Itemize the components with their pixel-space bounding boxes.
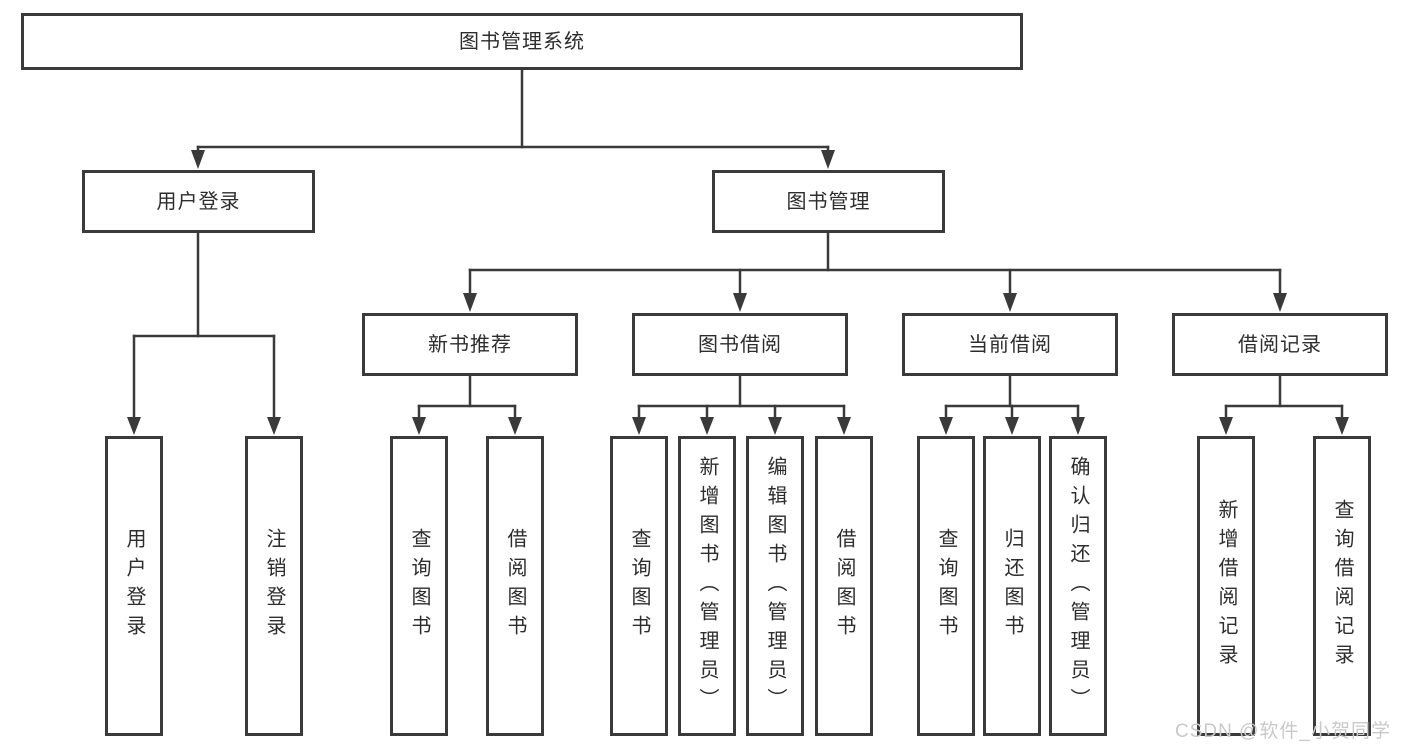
leaf-query-books-recommend: 查询图书 — [390, 436, 448, 736]
node-label: 注销登录 — [263, 528, 285, 644]
node-new-book-recommend: 新书推荐 — [362, 313, 578, 376]
node-label: 用户登录 — [123, 528, 145, 644]
node-label: 编辑图书（管理员） — [764, 455, 786, 717]
leaf-add-book-admin: 新增图书（管理员） — [678, 436, 736, 736]
leaf-confirm-return-admin: 确认归还（管理员） — [1049, 436, 1107, 736]
node-label: 查询图书 — [408, 528, 430, 644]
connector-userlogin-to-leaves — [127, 231, 281, 435]
leaf-query-books-current: 查询图书 — [917, 436, 975, 736]
node-user-login-branch: 用户登录 — [82, 170, 315, 233]
node-book-management: 图书管理 — [712, 170, 945, 233]
node-label: 查询借阅记录 — [1331, 499, 1353, 673]
csdn-watermark: CSDN @软件_小贺同学 — [1175, 721, 1391, 742]
node-label: 查询图书 — [628, 528, 650, 644]
node-label: 确认归还（管理员） — [1067, 455, 1089, 717]
node-label: 用户登录 — [156, 190, 241, 213]
leaf-logout: 注销登录 — [245, 436, 303, 736]
leaf-user-login: 用户登录 — [105, 436, 163, 736]
node-current-borrow: 当前借阅 — [902, 313, 1118, 376]
node-label: 新增借阅记录 — [1215, 499, 1237, 673]
leaf-query-books-borrow: 查询图书 — [610, 436, 668, 736]
leaf-add-borrow-record: 新增借阅记录 — [1197, 436, 1255, 736]
node-label: 借阅记录 — [1238, 333, 1322, 356]
connector-borrowrecord-to-leaves — [1219, 374, 1349, 435]
node-system-root: 图书管理系统 — [21, 13, 1023, 70]
connector-bookborrow-to-leaves — [632, 374, 851, 435]
node-label: 借阅图书 — [504, 528, 526, 644]
connector-newbook-to-leaves — [412, 374, 522, 435]
node-label: 新增图书（管理员） — [696, 455, 718, 717]
node-label: 图书管理系统 — [459, 30, 585, 53]
node-label: 新书推荐 — [428, 333, 512, 356]
connector-root-to-level2 — [191, 68, 835, 169]
node-label: 当前借阅 — [968, 333, 1052, 356]
leaf-return-book: 归还图书 — [983, 436, 1041, 736]
node-label: 归还图书 — [1001, 528, 1023, 644]
leaf-query-borrow-record: 查询借阅记录 — [1313, 436, 1371, 736]
connector-currentborrow-to-leaves — [939, 374, 1085, 435]
leaf-borrow-books: 借阅图书 — [815, 436, 873, 736]
node-label: 借阅图书 — [833, 528, 855, 644]
node-label: 图书借阅 — [698, 333, 782, 356]
node-borrow-records: 借阅记录 — [1172, 313, 1388, 376]
leaf-borrow-books-recommend: 借阅图书 — [486, 436, 544, 736]
node-label: 图书管理 — [786, 190, 871, 213]
leaf-edit-book-admin: 编辑图书（管理员） — [746, 436, 804, 736]
node-label: 查询图书 — [935, 528, 957, 644]
node-book-borrow: 图书借阅 — [632, 313, 848, 376]
connector-bookmgmt-to-level3 — [463, 231, 1287, 312]
